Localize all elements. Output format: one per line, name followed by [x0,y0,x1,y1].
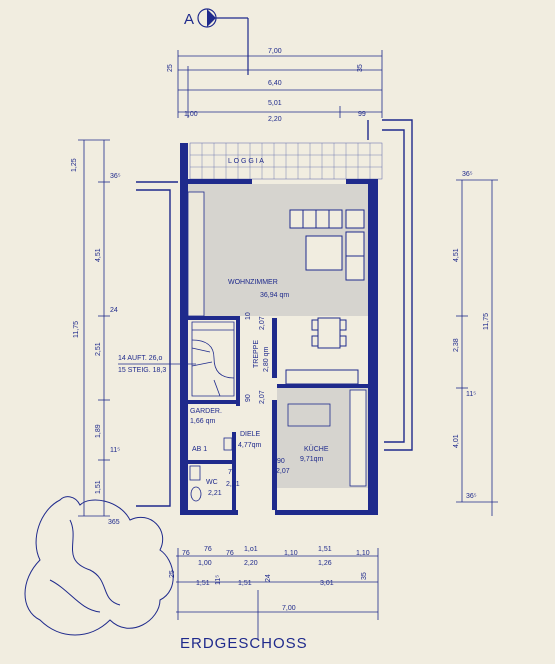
dimensions-left [78,139,110,517]
dimensions-bottom [176,548,379,640]
garder-label: GARDER. [190,408,222,415]
tree-sketch [24,496,174,636]
ab-label: AB 1 [192,446,207,453]
dim-top-4: 2,20 [268,116,282,123]
dim-right-1: 36⁵ [462,171,473,178]
stair-note-1: 14 AUFT. 26,o [118,355,162,362]
wohnzimmer-area: 36,94 qm [260,292,289,299]
dim-inner-1: 10 [245,312,252,320]
furniture [285,209,365,385]
dim-left-5: 11,75 [73,321,80,338]
dimensions-top [177,50,383,118]
dim-top-1: 7,00 [268,48,282,55]
treppe-label: TREPPE [253,340,260,368]
dim-bottom1-1: 76 [182,550,190,557]
dim-bottom2-2: 2,20 [244,560,258,567]
dim-inner-5: 90 [277,458,285,465]
dim-left-9: 1,51 [95,480,102,494]
dim-bottom3-2: 1,51 [196,580,210,587]
plan-title: ERDGESCHOSS [180,635,308,652]
dim-inner-6: 2,07 [276,468,290,475]
section-marker-label: A [184,11,195,28]
dim-bottom3-6: 3,01 [320,580,334,587]
kueche-area: 9,71qm [300,456,324,463]
dim-bottom3-3: 11⁵ [215,575,222,585]
dim-inner-8: 2,01 [226,481,240,488]
dim-bottom3-7: 35 [361,572,368,580]
diele-area: 4,77qm [238,442,262,449]
dim-inner-2: 2,07 [259,316,266,330]
dim-bottom3-4: 1,51 [238,580,252,587]
walls [180,143,378,515]
dim-left-10: 365 [108,519,120,526]
dim-bottom1-7: 1,10 [356,550,370,557]
dim-top-8: 35 [357,64,364,72]
dim-bottom2-3: 1,26 [318,560,332,567]
dim-bottom-total: 7,00 [282,605,296,612]
stair [191,321,235,397]
wc-area: 2,21 [208,490,222,497]
dim-inner-3: 90 [245,394,252,402]
dim-bottom1-4: 1,o1 [244,546,258,553]
dim-bottom3-5: 24 [265,574,272,582]
dim-right-6: 4,01 [453,434,460,448]
dim-inner-4: 2,07 [259,390,266,404]
dim-left-2: 36⁵ [110,173,121,180]
diele-label: DIELE [240,431,261,438]
dim-bottom1-2: 76 [204,546,212,553]
treppe-area: 2,80 qm [263,347,270,372]
wohnzimmer-label: WOHNZIMMER [228,279,278,286]
stair-note-2: 15 STEIG. 18,3 [118,367,166,374]
dim-left-1: 1,25 [71,158,78,172]
dim-right-5: 11⁵ [466,391,476,398]
dim-left-8: 11⁵ [110,447,120,454]
dim-right-3: 11,75 [483,313,490,330]
dim-right-4: 2,38 [453,338,460,352]
loggia-label: L O G G I A [228,158,264,165]
loggia: L O G G I A [189,142,383,180]
dim-left-3: 4,51 [95,248,102,262]
wc-label: WC [206,479,218,486]
dim-left-7: 1,89 [95,424,102,438]
dim-bottom1-3: 76 [226,550,234,557]
dim-top-2: 6,40 [268,80,282,87]
kueche-label: KÜCHE [304,445,329,453]
dim-left-4: 24 [110,307,118,314]
dim-bottom2-1: 1,00 [198,560,212,567]
section-marker: A [184,8,249,75]
dim-bottom1-6: 1,51 [318,546,332,553]
dim-bottom1-5: 1,10 [284,550,298,557]
dim-right-7: 36⁵ [466,493,477,500]
dim-left-6: 2,51 [95,342,102,356]
dim-top-6: 99 [358,111,366,118]
dim-top-3: 5,01 [268,100,282,107]
dim-top-5: 1,00 [184,111,198,118]
dim-top-7: 25 [167,64,174,72]
wc-fixtures [189,437,233,502]
window-left [187,191,205,317]
dim-inner-7: 76 [228,469,236,476]
dim-bottom3-1: 25 [169,570,176,578]
neighbour-walls [136,119,413,507]
garder-area: 1,66 qm [190,418,215,425]
dim-right-2: 4,51 [453,248,460,262]
dimensions-right [456,179,498,516]
